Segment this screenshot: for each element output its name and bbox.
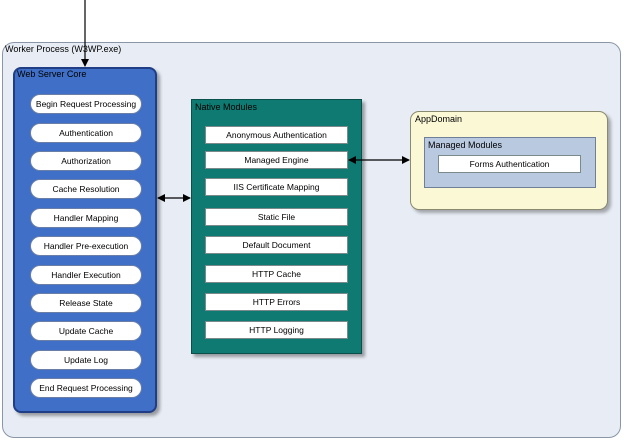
module-anonymous-authentication: Anonymous Authentication	[205, 126, 348, 144]
stage-begin-request-processing: Begin Request Processing	[30, 94, 142, 114]
module-iis-certificate-mapping: IIS Certificate Mapping	[205, 178, 348, 196]
stage-end-request-processing: End Request Processing	[30, 378, 142, 398]
module-http-cache: HTTP Cache	[205, 265, 348, 283]
stage-cache-resolution: Cache Resolution	[30, 179, 142, 199]
stage-authorization: Authorization	[30, 151, 142, 171]
module-static-file: Static File	[205, 208, 348, 226]
module-managed-engine: Managed Engine	[205, 151, 348, 169]
appdomain-title: AppDomain	[415, 114, 463, 124]
native-modules-title: Native Modules	[195, 102, 258, 112]
module-http-logging: HTTP Logging	[205, 321, 348, 339]
module-http-errors: HTTP Errors	[205, 293, 348, 311]
stage-release-state: Release State	[30, 293, 142, 313]
web-server-core-title: Web Server Core	[17, 69, 87, 79]
stage-update-log: Update Log	[30, 350, 142, 370]
stage-authentication: Authentication	[30, 123, 142, 143]
module-default-document: Default Document	[205, 236, 348, 254]
managed-modules-title: Managed Modules	[428, 140, 503, 150]
stage-handler-mapping: Handler Mapping	[30, 208, 142, 228]
worker-process-title: Worker Process (W3WP.exe)	[5, 44, 122, 54]
stage-handler-pre-execution: Handler Pre-execution	[30, 236, 142, 256]
stage-update-cache: Update Cache	[30, 321, 142, 341]
module-forms-authentication: Forms Authentication	[438, 155, 581, 173]
stage-handler-execution: Handler Execution	[30, 265, 142, 285]
